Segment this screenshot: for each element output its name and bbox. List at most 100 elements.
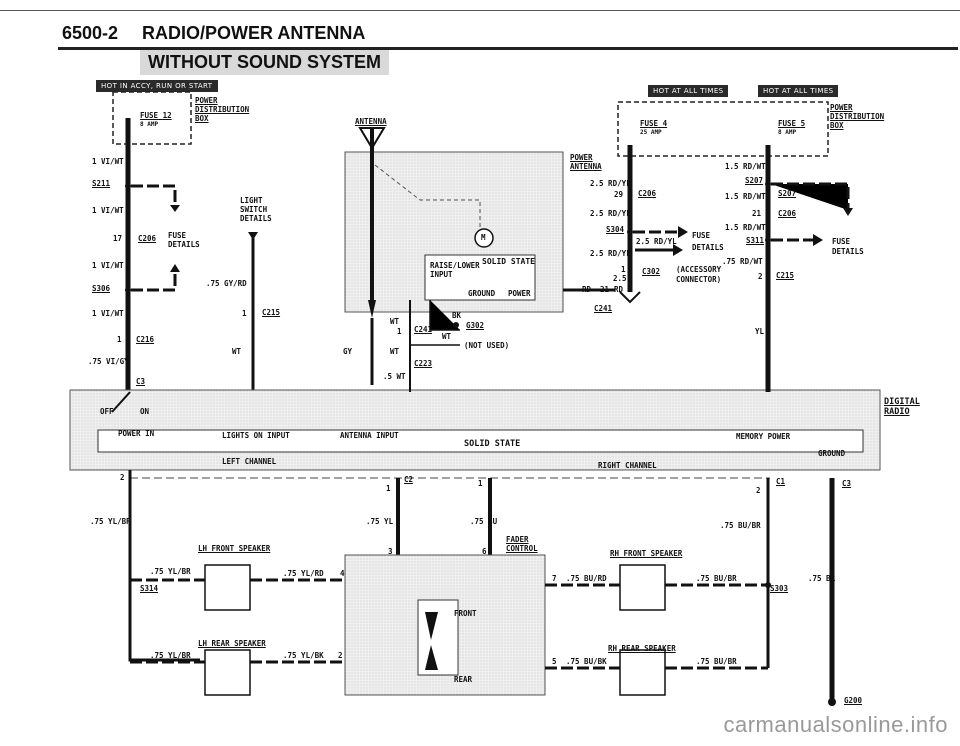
lights-on-label: LIGHTS ON INPUT <box>222 431 290 440</box>
wire-label: 1 VI/WT <box>92 157 124 166</box>
wire-label: .75 BU/BR <box>696 574 737 583</box>
connector-num: 1 <box>478 479 483 488</box>
page-title: RADIO/POWER ANTENNA <box>142 23 366 43</box>
pin-num: 4 <box>340 569 345 578</box>
pdb-right-3: BOX <box>830 121 844 130</box>
wire-label: 1 VI/WT <box>92 309 124 318</box>
fuse-details-1: FUSE <box>168 231 187 240</box>
connector-num: 1 <box>242 309 247 318</box>
wire-label: .75 GY/RD <box>206 279 247 288</box>
splice-s207b: S207 <box>778 189 797 198</box>
fader-label-1: FADER <box>506 535 529 544</box>
connector-num: 1 <box>386 484 391 493</box>
banner-hot-all-times-2: HOT AT ALL TIMES <box>758 85 839 97</box>
wire-label: 1.5 RD/WT <box>725 192 766 201</box>
power-antenna-1: POWER <box>570 153 593 162</box>
wire-label: .75 RD/WT <box>722 257 763 266</box>
connector-num: 21 <box>600 285 610 294</box>
fuse-details-2: DETAILS <box>832 247 864 256</box>
rh-rear-speaker: RH REAR SPEAKER <box>608 644 676 653</box>
light-switch-2: SWITCH <box>240 205 268 214</box>
ground-label: GROUND <box>468 289 496 298</box>
wire-label: WT <box>390 347 400 356</box>
connector-c215-right: C215 <box>776 271 795 280</box>
wire-label: .75 BU/BK <box>566 657 607 666</box>
pdb-left-2: DISTRIBUTION <box>195 105 250 114</box>
wire-label: .5 WT <box>383 372 406 381</box>
connector-num: 2 <box>758 272 763 281</box>
wire-label: .75 BU/RD <box>566 574 607 583</box>
splice-s207: S207 <box>745 176 764 185</box>
wire-label: 2.5 RD/YL <box>590 179 631 188</box>
raise-lower-1: RAISE/LOWER <box>430 261 480 270</box>
memory-power-label: MEMORY POWER <box>736 432 791 441</box>
wire-label: .75 BU <box>470 517 498 526</box>
connector-num: 21 <box>752 209 762 218</box>
rh-front-speaker: RH FRONT SPEAKER <box>610 549 683 558</box>
connector-c302: C302 <box>642 267 661 276</box>
fuse-details-1: FUSE <box>692 231 711 240</box>
radio-solid-state: SOLID STATE <box>464 439 521 449</box>
wire-label: .75 YL/BR <box>90 517 131 526</box>
wire-label: .75 YL/BR <box>150 567 191 576</box>
ground-g200: G200 <box>844 696 863 705</box>
wire-label: 2.5 RD/YL <box>636 237 677 246</box>
connector-c206-right: C206 <box>778 209 797 218</box>
connector-c3: C3 <box>136 377 146 386</box>
header-rule <box>58 47 958 50</box>
antenna-label: ANTENNA <box>355 117 387 126</box>
splice-s311: S311 <box>746 236 765 245</box>
wire-label: 2.5 RD/YL <box>590 249 631 258</box>
pdb-left-3: BOX <box>195 114 209 123</box>
wire-label: .75 YL <box>366 517 394 526</box>
connector-c215: C215 <box>262 308 281 317</box>
page-subtitle: WITHOUT SOUND SYSTEM <box>140 50 389 75</box>
pdb-left-1: POWER <box>195 96 218 105</box>
connector-num: 1 <box>397 327 402 336</box>
connector-num: 2 <box>756 486 761 495</box>
right-channel-label: RIGHT CHANNEL <box>598 461 657 470</box>
not-used-label: (NOT USED) <box>464 341 510 350</box>
wire-label: WT <box>390 317 400 326</box>
wire-label: 1 VI/WT <box>92 206 124 215</box>
fuse4-amp: 25 AMP <box>640 129 662 136</box>
lh-rear-speaker: LH REAR SPEAKER <box>198 639 266 648</box>
rear-label: REAR <box>454 675 473 684</box>
digital-label: DIGITAL <box>884 397 920 407</box>
connector-c1: C1 <box>776 477 786 486</box>
fuse-details-1: FUSE <box>832 237 851 246</box>
wire-label: GY <box>343 347 353 356</box>
solid-state-label: SOLID STATE <box>482 257 535 266</box>
wire-label: WT <box>232 347 242 356</box>
power-label: POWER <box>508 289 531 298</box>
splice-s314: S314 <box>140 584 159 593</box>
page-code: 6500-2 <box>62 23 119 43</box>
switch-on: ON <box>140 407 150 416</box>
power-in-label: POWER IN <box>118 429 155 438</box>
pin-num: 5 <box>552 657 557 666</box>
connector-c206: C206 <box>138 234 157 243</box>
fader-label-2: CONTROL <box>506 544 538 553</box>
wire-label: .75 VI/GY <box>88 357 129 366</box>
wire-label: RD <box>582 285 592 294</box>
pin-num: 2 <box>338 651 343 660</box>
light-switch-1: LIGHT <box>240 196 263 205</box>
solid-state-block <box>97 429 864 453</box>
radio-ground-label: GROUND <box>818 449 846 458</box>
raise-lower-2: INPUT <box>430 270 453 279</box>
wire-label: .75 BU/BR <box>720 521 761 530</box>
motor-label: M <box>481 233 486 242</box>
antenna-input-label: ANTENNA INPUT <box>340 431 399 440</box>
lh-front-speaker: LH FRONT SPEAKER <box>198 544 271 553</box>
connector-num: 17 <box>113 234 123 243</box>
wire-label: WT <box>442 332 452 341</box>
pdb-right-2: DISTRIBUTION <box>830 112 885 121</box>
left-channel-label: LEFT CHANNEL <box>222 457 277 466</box>
power-antenna-2: ANTENNA <box>570 162 602 171</box>
fuse4-label: FUSE 4 <box>640 119 668 128</box>
wire-label: BK <box>452 311 462 320</box>
wire-label: RD <box>614 285 624 294</box>
fuse12-amp: 8 AMP <box>140 121 159 128</box>
ground-g302: G302 <box>466 321 485 330</box>
watermark: carmanualsonline.info <box>723 712 948 737</box>
